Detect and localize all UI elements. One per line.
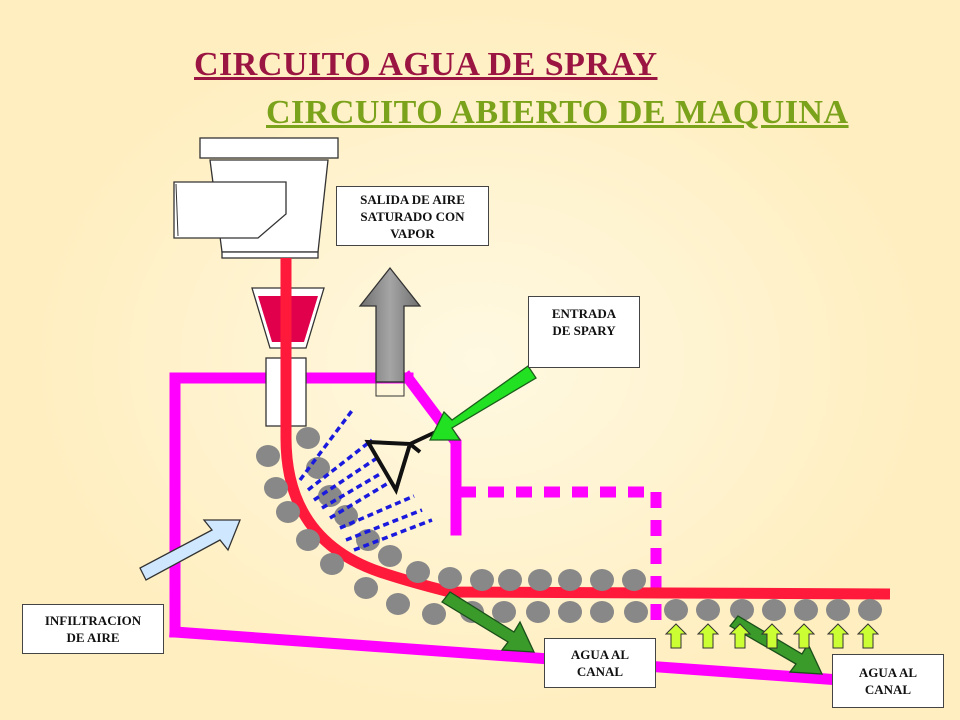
roll <box>826 599 850 621</box>
roll <box>558 601 582 623</box>
roll <box>590 569 614 591</box>
roll <box>492 601 516 623</box>
roll <box>422 603 446 625</box>
roll <box>354 577 378 599</box>
roll <box>386 593 410 615</box>
up-arrow-icon <box>728 623 752 649</box>
up-arrow-icon <box>856 623 880 649</box>
roll <box>320 553 344 575</box>
table-rolls <box>256 427 882 625</box>
air-infiltration-arrow <box>139 519 241 581</box>
label-water-drain-2: AGUA AL CANAL <box>832 654 944 708</box>
spray-nozzle-icon <box>364 428 441 495</box>
roll <box>498 569 522 591</box>
roll <box>762 599 786 621</box>
drain-arrow-1 <box>441 591 536 653</box>
page-title: CIRCUITO AGUA DE SPRAY <box>194 46 658 83</box>
spray-lines <box>298 406 433 552</box>
roll <box>858 599 882 621</box>
roll <box>470 569 494 591</box>
roll <box>590 601 614 623</box>
roll <box>356 529 380 551</box>
fabric-belt <box>280 258 891 600</box>
roll <box>526 601 550 623</box>
roll <box>624 601 648 623</box>
roll <box>296 427 320 449</box>
spray-entry-arrow <box>428 365 537 441</box>
up-arrow-icon <box>664 623 688 649</box>
roll <box>730 599 754 621</box>
hood-dashed-line <box>460 486 662 632</box>
page-subtitle: CIRCUITO ABIERTO DE MAQUINA <box>266 94 849 131</box>
roll <box>264 477 288 499</box>
headbox-icon <box>173 137 339 259</box>
label-air-out: SALIDA DE AIRE SATURADO CON VAPOR <box>336 186 489 246</box>
roll <box>438 567 462 589</box>
roll <box>276 501 300 523</box>
roll <box>528 569 552 591</box>
roll <box>406 561 430 583</box>
label-water-drain-1: AGUA AL CANAL <box>544 638 656 688</box>
label-spray-entry: ENTRADA DE SPARY <box>528 296 640 368</box>
roll <box>558 569 582 591</box>
air-out-arrow <box>358 266 422 397</box>
roll <box>334 505 358 527</box>
roll <box>256 445 280 467</box>
up-arrow-icon <box>826 623 850 649</box>
forming-funnel <box>251 258 325 430</box>
roll <box>296 529 320 551</box>
roll <box>622 569 646 591</box>
label-air-infiltration: INFILTRACION DE AIRE <box>22 604 164 654</box>
roll <box>794 599 818 621</box>
vacuum-up-arrows <box>664 623 880 649</box>
roll <box>378 545 402 567</box>
roll <box>696 599 720 621</box>
up-arrow-icon <box>792 623 816 649</box>
roll <box>664 599 688 621</box>
up-arrow-icon <box>696 623 720 649</box>
up-arrow-icon <box>760 623 784 649</box>
roll <box>318 485 342 507</box>
